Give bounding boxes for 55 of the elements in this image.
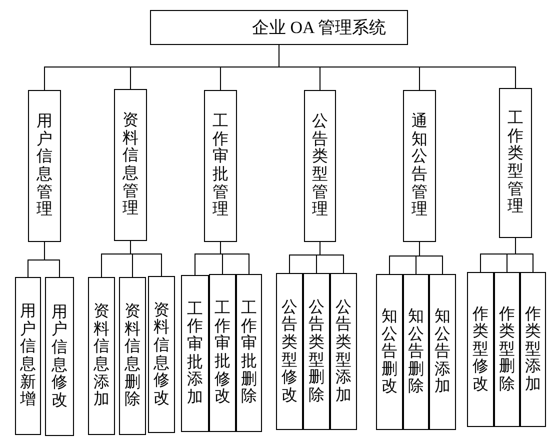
box-label: 用户信息管理 [36,113,52,219]
box-label: 公告类型修改 [282,298,298,404]
box-label: 工作审批添加 [187,300,203,406]
box-label: 作类型添加 [525,306,541,394]
box-label: 工作审批管理 [212,113,228,219]
box-label: 资料信息删除 [124,303,140,409]
box-title: 企业 OA 管理系统 [250,16,386,39]
box-label: 资料信息修改 [154,302,170,408]
module-box [303,273,330,430]
module-box [376,274,403,430]
box-label: 公告类型添加 [336,298,352,404]
connector-line [220,242,250,274]
box-label: 资料信息管理 [122,112,138,218]
module-box [499,88,532,238]
module-box [114,89,147,241]
box-label: 工作审批修改 [214,300,230,406]
box-label: 工作审批删除 [241,300,257,406]
box-label: 作类型修改 [472,306,488,394]
module-box [204,90,237,242]
module-box [28,90,61,242]
module-box [330,273,357,430]
box-label: 公告类型管理 [312,113,328,219]
module-box [304,90,336,242]
module-box [148,276,175,433]
module-box [403,90,436,242]
root-box [150,10,408,45]
module-box [119,277,146,435]
box-label: 作类型删除 [499,306,515,394]
box-label: 知公告添加 [434,308,450,396]
box-label: 公告类型删除 [308,298,324,404]
module-box [494,272,520,427]
box-label: 工作类型管理 [508,110,524,216]
module-box [520,272,546,427]
box-label: 用户信息修改 [52,304,68,410]
module-box [45,277,74,436]
connector-line [130,240,162,276]
module-box [209,274,236,432]
box-label: 用户信息新增 [20,303,36,409]
module-box [403,274,429,430]
box-label: 知公告删除 [408,308,424,396]
connector-line [419,242,443,274]
connector-line [320,242,344,274]
box-label: 通知公告管理 [412,113,428,219]
module-box [181,275,209,432]
module-box [15,277,41,435]
module-box [467,272,494,427]
box-label: 知公告删改 [382,308,398,396]
module-box [429,274,456,430]
module-box [88,277,115,435]
connector-line [515,238,534,272]
box-label: 资料信息添加 [94,303,110,409]
connector-line [278,44,516,88]
module-box [276,273,303,430]
connector-line [44,242,60,278]
module-box [236,274,262,432]
